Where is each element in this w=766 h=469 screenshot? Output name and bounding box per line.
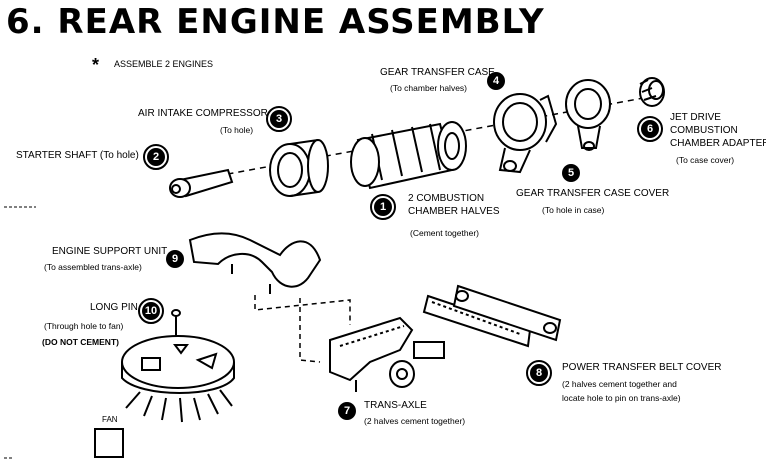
part-label: CHAMBER ADAPTER xyxy=(670,138,766,149)
engine-support-part xyxy=(188,232,322,294)
part-number-badge: 5 xyxy=(562,164,580,182)
part-instruction: (To case cover) xyxy=(676,155,735,165)
belt-cover-part xyxy=(422,284,562,348)
part-label: POWER TRANSFER BELT COVER xyxy=(562,362,722,373)
part-instruction: (2 halves cement together and xyxy=(562,379,677,389)
asterisk-icon: * xyxy=(92,55,100,75)
part-instruction: (To hole in case) xyxy=(542,205,605,215)
part-instruction: (Cement together) xyxy=(410,228,479,238)
part-label: COMBUSTION xyxy=(670,125,738,136)
part-label: 2 COMBUSTION xyxy=(408,193,485,204)
part-label: STARTER SHAFT (To hole) xyxy=(16,150,139,161)
gear-cover-part xyxy=(565,79,611,151)
part-label: ENGINE SUPPORT UNIT xyxy=(52,246,168,257)
air-intake-part xyxy=(269,139,329,197)
part-label: LONG PIN xyxy=(90,302,138,313)
part-number-badge: 6 xyxy=(637,116,663,142)
part-label: CHAMBER HALVES xyxy=(408,206,500,217)
starter-shaft-part xyxy=(169,168,234,198)
combustion-chamber-part xyxy=(350,121,467,190)
part-number-badge: 4 xyxy=(487,72,505,90)
part-number-badge: 9 xyxy=(166,250,184,268)
part-number-badge: 10 xyxy=(138,298,164,324)
part-instruction: locate hole to pin on trans-axle) xyxy=(562,393,681,403)
jet-adapter-part xyxy=(639,77,665,107)
part-number-badge: 3 xyxy=(266,106,292,132)
part-instruction: (To hole) xyxy=(220,125,254,135)
fan-part xyxy=(121,335,235,423)
trans-axle-part xyxy=(329,316,445,392)
page-title: 6. REAR ENGINE ASSEMBLY xyxy=(6,2,545,42)
part-label: JET DRIVE xyxy=(670,112,721,123)
part-instruction: (To chamber halves) xyxy=(390,83,468,93)
fan-label: FAN xyxy=(102,415,118,424)
part-label: GEAR TRANSFER CASE xyxy=(380,67,495,78)
part-label: GEAR TRANSFER CASE COVER xyxy=(516,188,670,199)
part-number-badge: 1 xyxy=(370,194,396,220)
part-number-badge: 8 xyxy=(526,360,552,386)
part-instruction: (To assembled trans-axle) xyxy=(44,262,142,272)
fan-checkbox[interactable] xyxy=(94,428,124,458)
part-warning: (DO NOT CEMENT) xyxy=(42,337,119,347)
part-number-badge: 7 xyxy=(338,402,356,420)
assembly-note: ASSEMBLE 2 ENGINES xyxy=(114,59,214,69)
gear-case-part xyxy=(493,93,558,174)
part-number-badge: 2 xyxy=(143,144,169,170)
part-label: AIR INTAKE COMPRESSOR xyxy=(138,108,268,119)
part-instruction: (2 halves cement together) xyxy=(364,416,466,426)
part-label: TRANS-AXLE xyxy=(364,400,427,411)
part-instruction: (Through hole to fan) xyxy=(44,321,124,331)
